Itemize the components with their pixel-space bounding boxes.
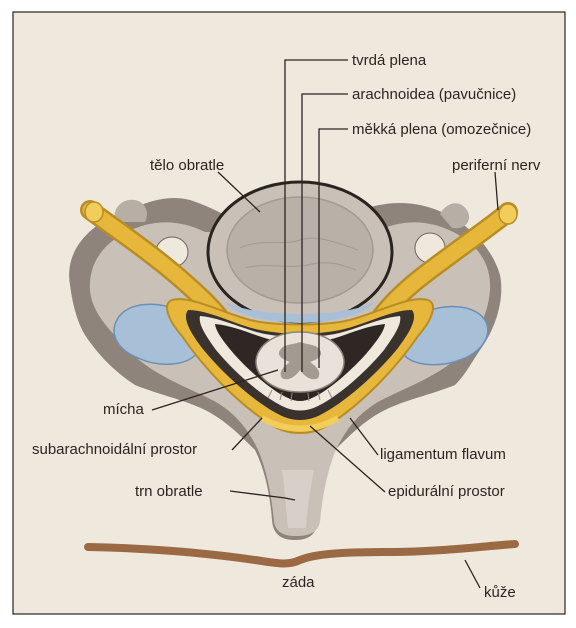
right-nerve-end [499,204,517,224]
label-subarachnoidalni: subarachnoidální prostor [32,441,197,458]
label-ligamentum-flavum: ligamentum flavum [380,446,506,463]
label-telo-obratle: tělo obratle [150,157,224,174]
label-periferni-nerv: periferní nerv [452,157,541,174]
label-kuze: kůže [484,584,516,601]
left-nerve-end [85,202,103,222]
vertebral-body [208,182,392,323]
label-micha: mícha [103,401,145,418]
vertebral-body-inner [227,197,373,303]
label-zada: záda [282,574,315,591]
label-tvrda-plena: tvrdá plena [352,52,427,69]
label-arachnoidea: arachnoidea (pavučnice) [352,86,516,103]
label-epiduralni-prostor: epidurální prostor [388,483,505,500]
label-mekka-plena: měkká plena (omozečnice) [352,121,531,138]
label-trn-obratle: trn obratle [135,483,203,500]
